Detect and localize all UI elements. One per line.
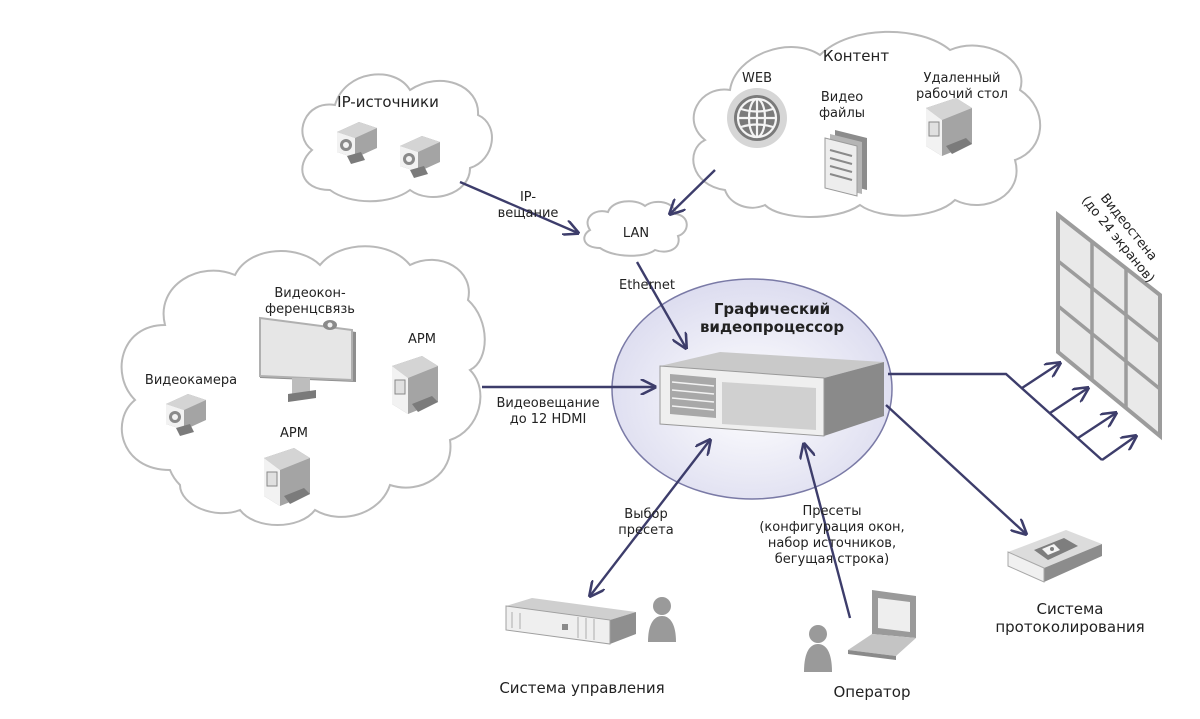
cloud-content [692,30,1042,218]
camera-label: Видеокамера [145,373,237,388]
labels: IP-источники IP- вещание Контент WEB Вид… [145,47,1160,701]
presets-label-4: бегущая строка) [775,552,890,567]
laptop-icon [848,590,916,660]
videoconference-label-2: ференцсвязь [265,302,355,317]
arrow-wall-3 [1077,413,1116,440]
arrow-wall-1 [1021,363,1060,390]
workstation-icon [392,356,438,414]
presets-label-3: набор источников, [768,536,896,551]
graphics-processor-icon [659,352,884,437]
videoconference-icon [259,316,356,402]
arrow-processor-control [590,440,710,596]
arrow-wall-2 [1049,388,1088,415]
arm-top-label: АРМ [408,332,436,347]
video-files-label-2: файлы [819,106,865,121]
logging-system-label-2: протоколирования [995,618,1144,636]
preset-select-label: Выбор [624,507,667,522]
operator-label: Оператор [834,683,911,701]
ip-sources-label: IP-источники [337,93,439,111]
content-label: Контент [823,47,889,65]
remote-desktop-label: Удаленный [924,71,1001,86]
web-label: WEB [742,71,772,86]
arrow-lan-to-processor [635,261,686,348]
ip-camera-icon [400,136,440,178]
ip-broadcast-label: IP- [520,190,536,205]
processor-title-2: видеопроцессор [700,318,844,336]
remote-desktop-icon [926,98,972,156]
preset-select-label-2: пресета [618,523,673,538]
video-broadcast-label: Видеовещание [496,396,599,411]
videowall-icon [1056,210,1162,441]
lan-label: LAN [623,226,649,241]
video-files-label: Видео [821,90,863,105]
arrow-content-to-lan [670,169,716,214]
video-camera-icon [166,394,206,436]
arrow-processor-to-videowall [888,372,1103,461]
presets-label-2: (конфигурация окон, [759,520,904,535]
operator-person-icon [648,597,676,642]
operator-person-icon [804,625,832,672]
remote-desktop-label-2: рабочий стол [916,87,1008,102]
ip-camera-icon [337,122,377,164]
logging-system-device-icon [1007,530,1102,583]
connectors [459,169,1136,619]
cloud-lan [583,200,688,257]
broadcast-label-bg [488,393,608,431]
workstation-icon [264,448,310,506]
ip-broadcast-label-2: вещание [498,206,559,221]
arrow-wall-4 [1101,436,1136,461]
video-files-icon [824,130,867,197]
video-broadcast-label-2: до 12 HDMI [510,412,587,427]
arrow-ip-to-lan [459,180,578,233]
control-system-label: Система управления [499,679,664,697]
arrow-processor-to-logging [885,404,1026,534]
arm-bottom-label: АРМ [280,426,308,441]
presets-label: Пресеты [802,504,861,519]
processor-title: Графический [714,300,830,318]
ethernet-label: Ethernet [619,278,675,293]
videoconference-label: Видеокон- [274,286,346,301]
arrow-operator-to-processor [804,444,852,619]
cloud-ip-sources [301,73,493,203]
web-globe-icon [727,88,787,148]
control-system-device-icon [505,598,636,645]
logging-system-label: Система [1037,600,1104,618]
